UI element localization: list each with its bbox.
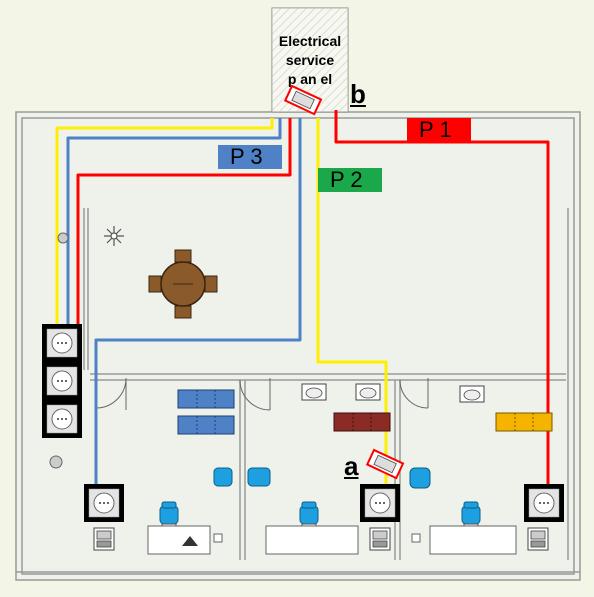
fixture-icon <box>57 232 69 244</box>
toilet-icon <box>301 383 327 401</box>
desks <box>177 389 553 435</box>
marker-b: b <box>350 79 366 109</box>
outlet-icon <box>83 483 125 523</box>
plant-icon <box>104 226 124 246</box>
junction-box-icon <box>283 84 323 116</box>
outlet-icon <box>523 483 565 523</box>
door-swings <box>95 377 429 411</box>
printer-icon <box>369 527 391 551</box>
panel-title: Electrical service p an el <box>278 33 342 87</box>
outlet-icon <box>41 323 83 363</box>
left-outlet-stack <box>41 323 83 439</box>
toilet-icon <box>459 385 485 403</box>
fixture-icon <box>49 455 63 469</box>
round-table-icon <box>148 249 218 319</box>
blue-chairs <box>213 467 431 489</box>
circuit-label-p2: P 2 <box>318 168 382 192</box>
printer-icon <box>93 527 115 551</box>
fan-icon <box>182 536 198 546</box>
marker-a: a <box>344 451 359 481</box>
outlet-icon <box>41 361 83 401</box>
outlet-icon <box>359 483 401 523</box>
junction-box-icon <box>365 448 405 480</box>
wiring <box>55 110 550 484</box>
toilet-icon <box>355 383 381 401</box>
bottom-desks <box>147 525 517 555</box>
printer-icon <box>527 527 549 551</box>
circuit-label-p1: P 1 <box>407 118 471 142</box>
circuit-label-p3: P 3 <box>218 145 282 169</box>
outlet-icon <box>41 399 83 439</box>
